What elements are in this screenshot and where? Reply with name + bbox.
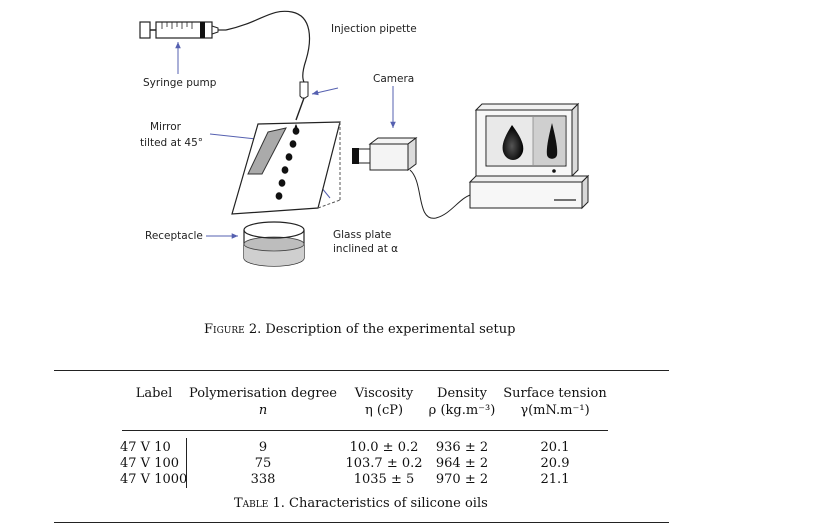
table-caption-text: Characteristics of silicone oils [289,496,488,511]
figure-caption: Figure 2. Description of the experimenta… [204,322,515,337]
cell-surface-tension: 20.1 [540,440,570,455]
label-mirror-tilt: tilted at 45° [140,137,203,149]
label-column-divider [186,438,187,488]
label-mirror: Mirror [150,121,182,133]
header-surface-tension-unit: γ(mN.m⁻¹) [520,403,590,418]
pipette-arrow [311,87,339,96]
cell-viscosity: 1035 ± 5 [353,472,415,487]
label-injection-pipette: Injection pipette [331,23,417,35]
header-surface-tension: Surface tension [503,386,607,401]
pipette-icon [295,81,309,121]
mirror [247,127,287,175]
header-polymerisation-symbol: n [258,403,268,418]
cell-polymerisation: 75 [254,456,272,471]
receptacle-icon [243,221,305,267]
header-rule [122,430,608,431]
table-caption: Table 1. Characteristics of silicone oil… [234,496,488,511]
header-polymerisation: Polymerisation degree [188,386,337,401]
table-bottom-rule [54,522,669,523]
cell-surface-tension: 20.9 [540,456,570,471]
cell-surface-tension: 21.1 [540,472,570,487]
cell-density: 970 ± 2 [435,472,489,487]
header-label: Label [135,386,173,401]
header-viscosity: Viscosity [354,386,414,401]
cell-label: 47 V 10 [120,440,171,455]
cell-polymerisation: 338 [250,472,276,487]
cell-label: 47 V 100 [120,456,180,471]
cell-polymerisation: 9 [258,440,268,455]
cell-label: 47 V 1000 [120,472,188,487]
syringe-icon [139,21,226,39]
computer-icon [468,102,590,210]
header-viscosity-unit: η (cP) [364,403,404,418]
label-receptacle: Receptacle [145,230,203,242]
cell-density: 964 ± 2 [435,456,489,471]
table-top-rule [54,370,669,371]
header-density-unit: ρ (kg.m⁻³) [428,403,496,418]
label-camera: Camera [373,73,414,85]
header-density: Density [437,386,487,401]
label-glass-incline: inclined at α [333,243,398,255]
cell-density: 936 ± 2 [435,440,489,455]
drops [275,124,300,200]
figure-caption-prefix: Figure 2. [204,322,262,337]
camera-cable [409,169,475,219]
figure-caption-text: Description of the experimental setup [265,322,516,337]
label-syringe-pump: Syringe pump [143,77,217,89]
tubing [225,10,311,83]
table-caption-prefix: Table 1. [234,496,285,511]
camera-icon [352,137,418,171]
cell-viscosity: 10.0 ± 0.2 [349,440,419,455]
cell-viscosity: 103.7 ± 0.2 [345,456,423,471]
label-glass-plate: Glass plate [333,229,391,241]
setup-diagram: Injection pipette Syringe pump Camera Mi… [139,10,590,267]
